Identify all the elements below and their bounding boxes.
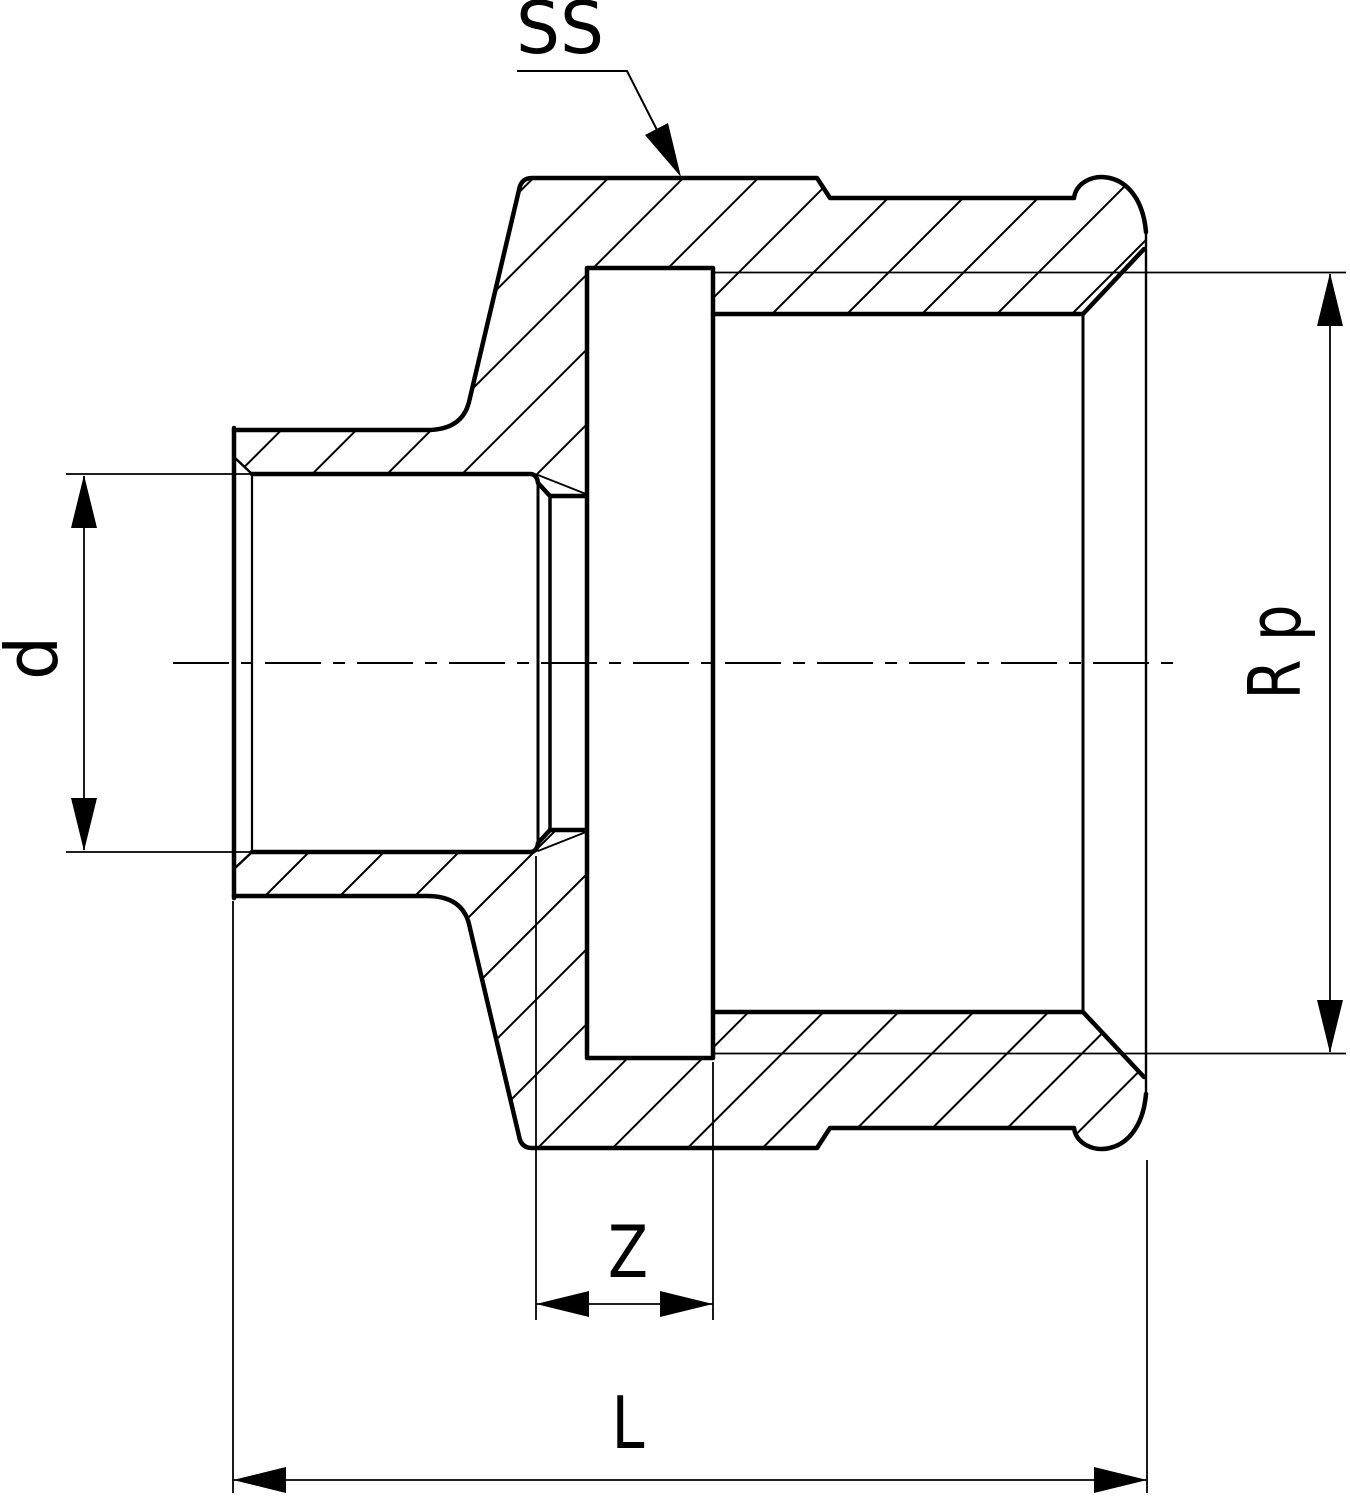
- dimension-d: [66, 473, 252, 853]
- d-arrow-up: [71, 475, 97, 528]
- inner-edges: [232, 230, 1148, 1096]
- rp-arrow-up: [1317, 273, 1343, 326]
- z-arrow-right: [660, 1291, 713, 1317]
- l-arrow-left: [233, 1467, 286, 1493]
- ss-leader: [517, 70, 681, 177]
- dimension-z: [535, 856, 714, 1320]
- outer-profile-top: [231, 175, 1149, 433]
- hatch-region-top-wall: [234, 177, 1146, 496]
- l-arrow-right: [1094, 1467, 1147, 1493]
- thread-major-lines: [714, 271, 1346, 1055]
- rp-arrow-down: [1317, 1000, 1343, 1053]
- left-mouth-chamfer-top: [232, 455, 254, 476]
- outer-profile-bottom: [231, 893, 1149, 1151]
- label-ss: SS: [516, 0, 604, 70]
- dimension-l: [232, 901, 1148, 1493]
- ss-leader-line: [517, 70, 658, 131]
- section-hatching: [234, 177, 1146, 1149]
- taper-edge-bottom: [537, 831, 587, 852]
- label-z: Z: [608, 1210, 648, 1294]
- label-l: L: [612, 1381, 645, 1465]
- z-arrow-left: [536, 1291, 589, 1317]
- label-rp: R p: [1233, 605, 1317, 700]
- dimension-rp: [1317, 273, 1343, 1053]
- label-d: d: [0, 636, 74, 680]
- d-arrow-down: [71, 798, 97, 851]
- hatch-region-bottom-wall: [234, 830, 1146, 1149]
- ss-leader-arrowhead: [645, 123, 681, 177]
- left-mouth-chamfer-bottom: [232, 850, 254, 871]
- taper-edge-top: [537, 474, 587, 495]
